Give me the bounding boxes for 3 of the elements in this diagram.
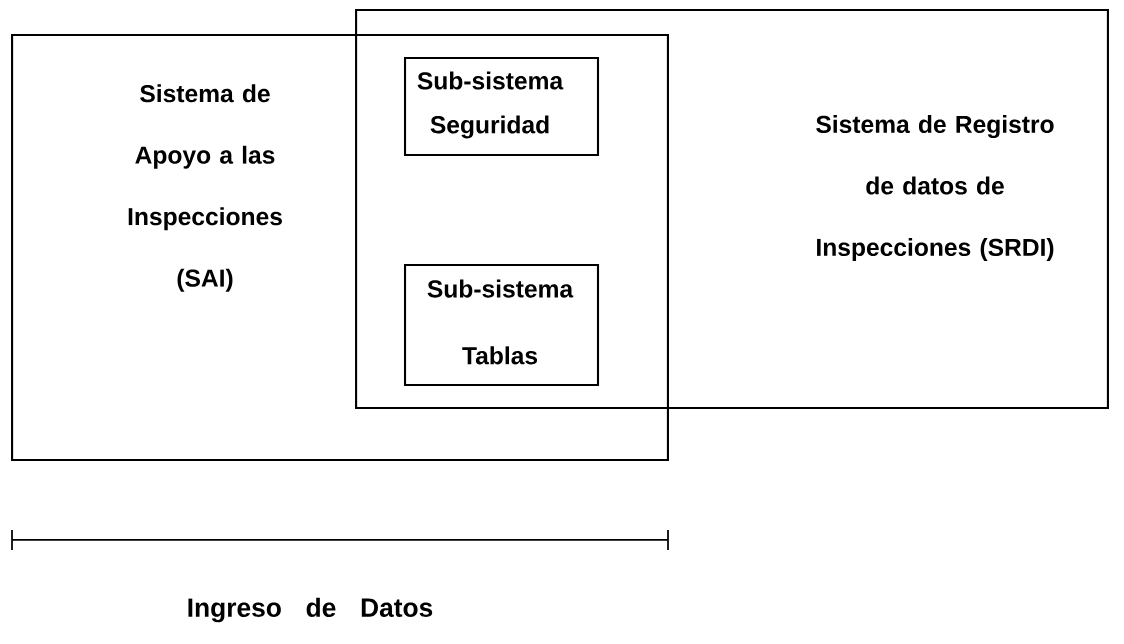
subsystem-box: Sub-sistema Tablas [403,263,600,387]
subsystem-box: Sub-sistema Seguridad [403,56,600,157]
dimension-label: Ingreso de Datos [188,597,433,623]
